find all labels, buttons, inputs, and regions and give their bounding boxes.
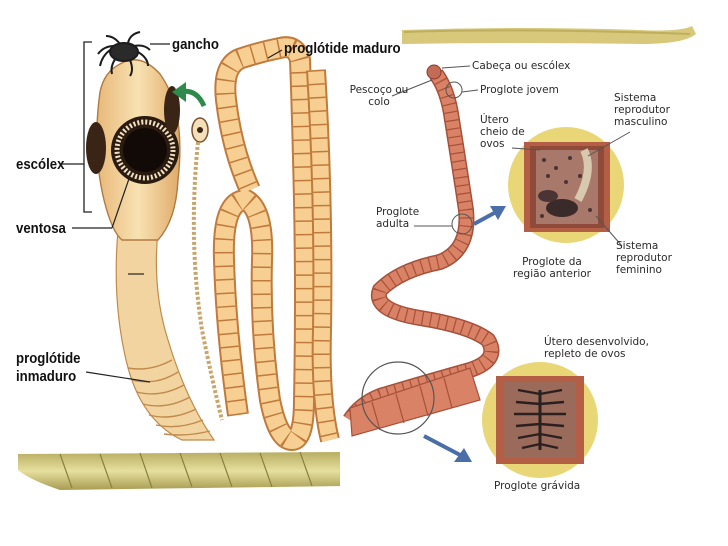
top-tape-strip: [402, 26, 696, 44]
label-adult-proglottid: Proglote adulta: [376, 206, 419, 230]
label-anterior-region: Proglote da região anterior: [500, 256, 604, 280]
label-gravid-proglottid: Proglote grávida: [494, 480, 581, 492]
label-developed-uterus-line2: repleto de ovos: [544, 348, 626, 360]
immature-proglottid-body: [115, 229, 216, 441]
label-uterus-eggs-line2: cheio de: [480, 126, 525, 138]
magnifier-young: [445, 81, 463, 99]
label-head: Cabeça ou escólex: [472, 60, 571, 72]
label-scolex: escólex: [16, 156, 65, 173]
scolex-bracket: [83, 41, 92, 213]
left-panel: [18, 31, 345, 490]
blue-arrow-gravid: [423, 434, 472, 462]
label-sucker: ventosa: [16, 220, 66, 237]
magnifier-adult: [451, 213, 473, 235]
label-male-system-line3: masculino: [614, 116, 668, 128]
label-neck-line2: colo: [368, 96, 390, 108]
sucker-right: [164, 86, 180, 134]
label-neck: Pescoço ou colo: [344, 84, 414, 108]
blue-arrow-adult: [473, 206, 506, 226]
label-hook: gancho: [172, 36, 219, 53]
label-uterus-eggs: Útero cheio de ovos: [480, 114, 525, 150]
label-adult-proglottid-line1: Proglote: [376, 206, 420, 218]
small-scolex: [191, 117, 209, 143]
hook-crown: [97, 31, 151, 77]
label-female-system-line3: feminino: [616, 264, 662, 276]
label-uterus-eggs-line1: Útero: [480, 114, 509, 126]
label-anterior-region-line1: Proglote da: [522, 256, 582, 268]
label-female-system-line2: reprodutor: [616, 252, 672, 264]
label-female-system-line1: Sistema: [616, 240, 659, 252]
label-male-system: Sistema reprodutor masculino: [614, 92, 670, 128]
label-immature-proglottid-line1: proglótide: [16, 350, 81, 367]
label-uterus-eggs-line3: ovos: [480, 138, 505, 150]
tape-head: [426, 64, 442, 80]
label-adult-proglottid-line2: adulta: [376, 218, 410, 230]
sucker-front: [111, 116, 179, 184]
label-male-system-line1: Sistema: [614, 92, 657, 104]
right-panel: [340, 26, 696, 494]
label-anterior-region-line2: região anterior: [513, 268, 591, 280]
gravid-proglottid-zoom: [482, 362, 598, 478]
label-male-system-line2: reprodutor: [614, 104, 670, 116]
label-neck-line1: Pescoço ou: [349, 84, 409, 96]
label-female-system: Sistema reprodutor feminino: [616, 240, 672, 276]
label-young-proglottid: Proglote jovem: [480, 84, 559, 96]
adult-proglottid-zoom: [508, 127, 624, 243]
sucker-left: [86, 122, 106, 174]
magnifier-gravid: [361, 361, 435, 435]
label-developed-uterus: Útero desenvolvido, repleto de ovos: [544, 336, 649, 360]
label-developed-uterus-line1: Útero desenvolvido,: [544, 336, 649, 348]
label-mature-proglottid: proglótide maduro: [284, 40, 401, 57]
label-immature-proglottid-line2: inmaduro: [16, 368, 77, 385]
thin-neck: [191, 141, 224, 421]
